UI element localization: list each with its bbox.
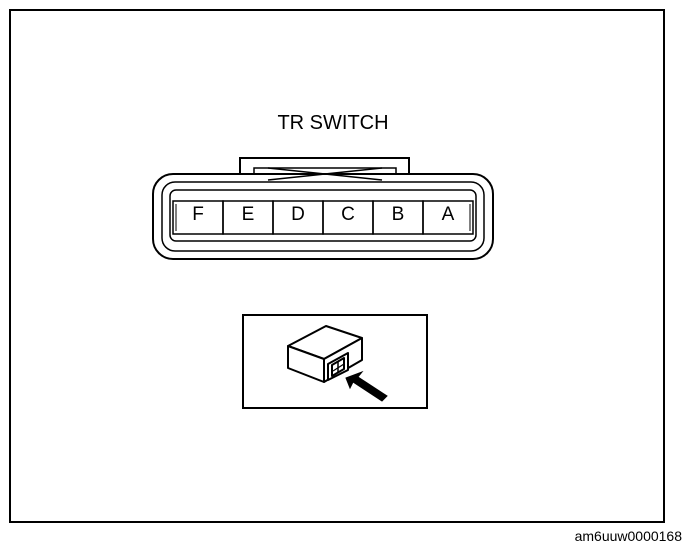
view-direction-box — [242, 314, 428, 409]
pin-label-a: A — [441, 204, 455, 225]
arrow-icon — [345, 370, 388, 402]
pin-label-c: C — [341, 204, 355, 225]
pin-label-d: D — [291, 204, 305, 225]
pin-cells — [172, 200, 474, 235]
connector-body-icon — [287, 325, 363, 383]
pin-label-e: E — [241, 204, 255, 225]
connector-outline-icon — [152, 157, 494, 260]
diagram-frame — [9, 9, 665, 523]
pin-label-b: B — [391, 204, 405, 225]
diagram-title: TR SWITCH — [277, 112, 389, 134]
diagram-code: am6uuw0000168 — [574, 528, 682, 544]
pin-label-f: F — [192, 204, 204, 225]
